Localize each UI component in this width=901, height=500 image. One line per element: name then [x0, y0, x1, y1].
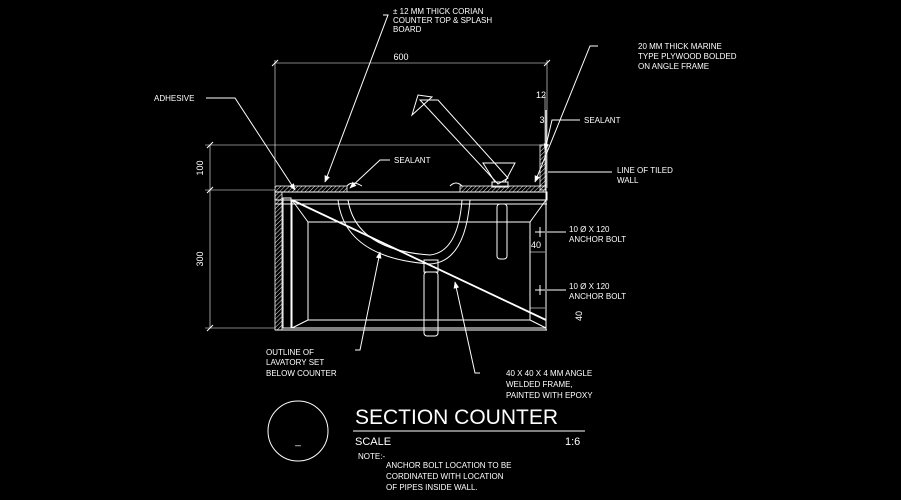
scale-label: SCALE [355, 436, 391, 448]
left-side-panel [274, 191, 547, 331]
dimension-texts: 600 100 300 12 3 40 40 [195, 52, 584, 321]
label-plywood-1: 20 MM THICK MARINE [638, 42, 722, 51]
label-tiled-2: WALL [617, 176, 639, 185]
label-angle-1: 40 X 40 X 4 MM ANGLE [506, 369, 592, 378]
label-corian-2: COUNTER TOP & SPLASH [393, 16, 492, 25]
label-tiled-1: LINE OF TILED [617, 166, 673, 175]
dim-body-height: 300 [195, 251, 205, 266]
counter-top [274, 182, 548, 205]
dim-anchor-40-b: 40 [574, 311, 584, 321]
label-lav-1: OUTLINE OF [266, 348, 314, 357]
dim-side-3: 3 [539, 115, 544, 125]
label-anchor1-2: ANCHOR BOLT [569, 235, 626, 244]
label-anchor2-1: 10 Ø X 120 [569, 282, 610, 291]
note-label: NOTE:- [358, 452, 385, 461]
anchor-bolts [529, 226, 545, 309]
label-anchor2-2: ANCHOR BOLT [569, 292, 626, 301]
label-lav-3: BELOW COUNTER [266, 369, 337, 378]
section-bubble [267, 400, 329, 462]
title-block: _ SECTION COUNTER SCALE 1:6 NOTE:- ANCHO… [267, 400, 585, 492]
dim-width: 600 [393, 52, 408, 62]
label-adhesive: ADHESIVE [154, 94, 194, 103]
faucet [411, 94, 516, 188]
label-corian-3: BOARD [393, 25, 422, 34]
angle-frame [291, 199, 547, 329]
label-plywood-3: ON ANGLE FRAME [638, 62, 709, 71]
label-lav-2: LAVATORY SET [266, 358, 324, 367]
dim-top-12: 12 [536, 90, 546, 100]
label-corian-1: ± 12 MM THICK CORIAN [393, 7, 484, 16]
label-sealant-right: SEALANT [584, 116, 621, 125]
note-line-3: OF PIPES INSIDE WALL. [386, 483, 478, 492]
dim-anchor-40-a: 40 [531, 240, 541, 250]
note-line-1: ANCHOR BOLT LOCATION TO BE [386, 461, 512, 470]
label-anchor1-1: 10 Ø X 120 [569, 225, 610, 234]
label-plywood-2: TYPE PLYWOOD BOLDED [638, 52, 737, 61]
dimension-ticks [206, 59, 551, 332]
label-angle-3: PAINTED WITH EPOXY [506, 391, 593, 400]
scale-value: 1:6 [565, 436, 580, 448]
leader-lines [206, 14, 612, 374]
note-line-2: CORDINATED WITH LOCATION [386, 472, 504, 481]
labels: ± 12 MM THICK CORIAN COUNTER TOP & SPLAS… [154, 7, 737, 400]
extent-lines [205, 60, 548, 329]
dim-splash-height: 100 [195, 160, 205, 175]
label-sealant-mid: SEALANT [394, 156, 431, 165]
section-title: SECTION COUNTER [355, 406, 558, 429]
lavatory-basin [337, 199, 508, 337]
label-angle-2: WELDED FRAME, [506, 380, 573, 389]
section-bubble-mark: _ [294, 436, 301, 447]
